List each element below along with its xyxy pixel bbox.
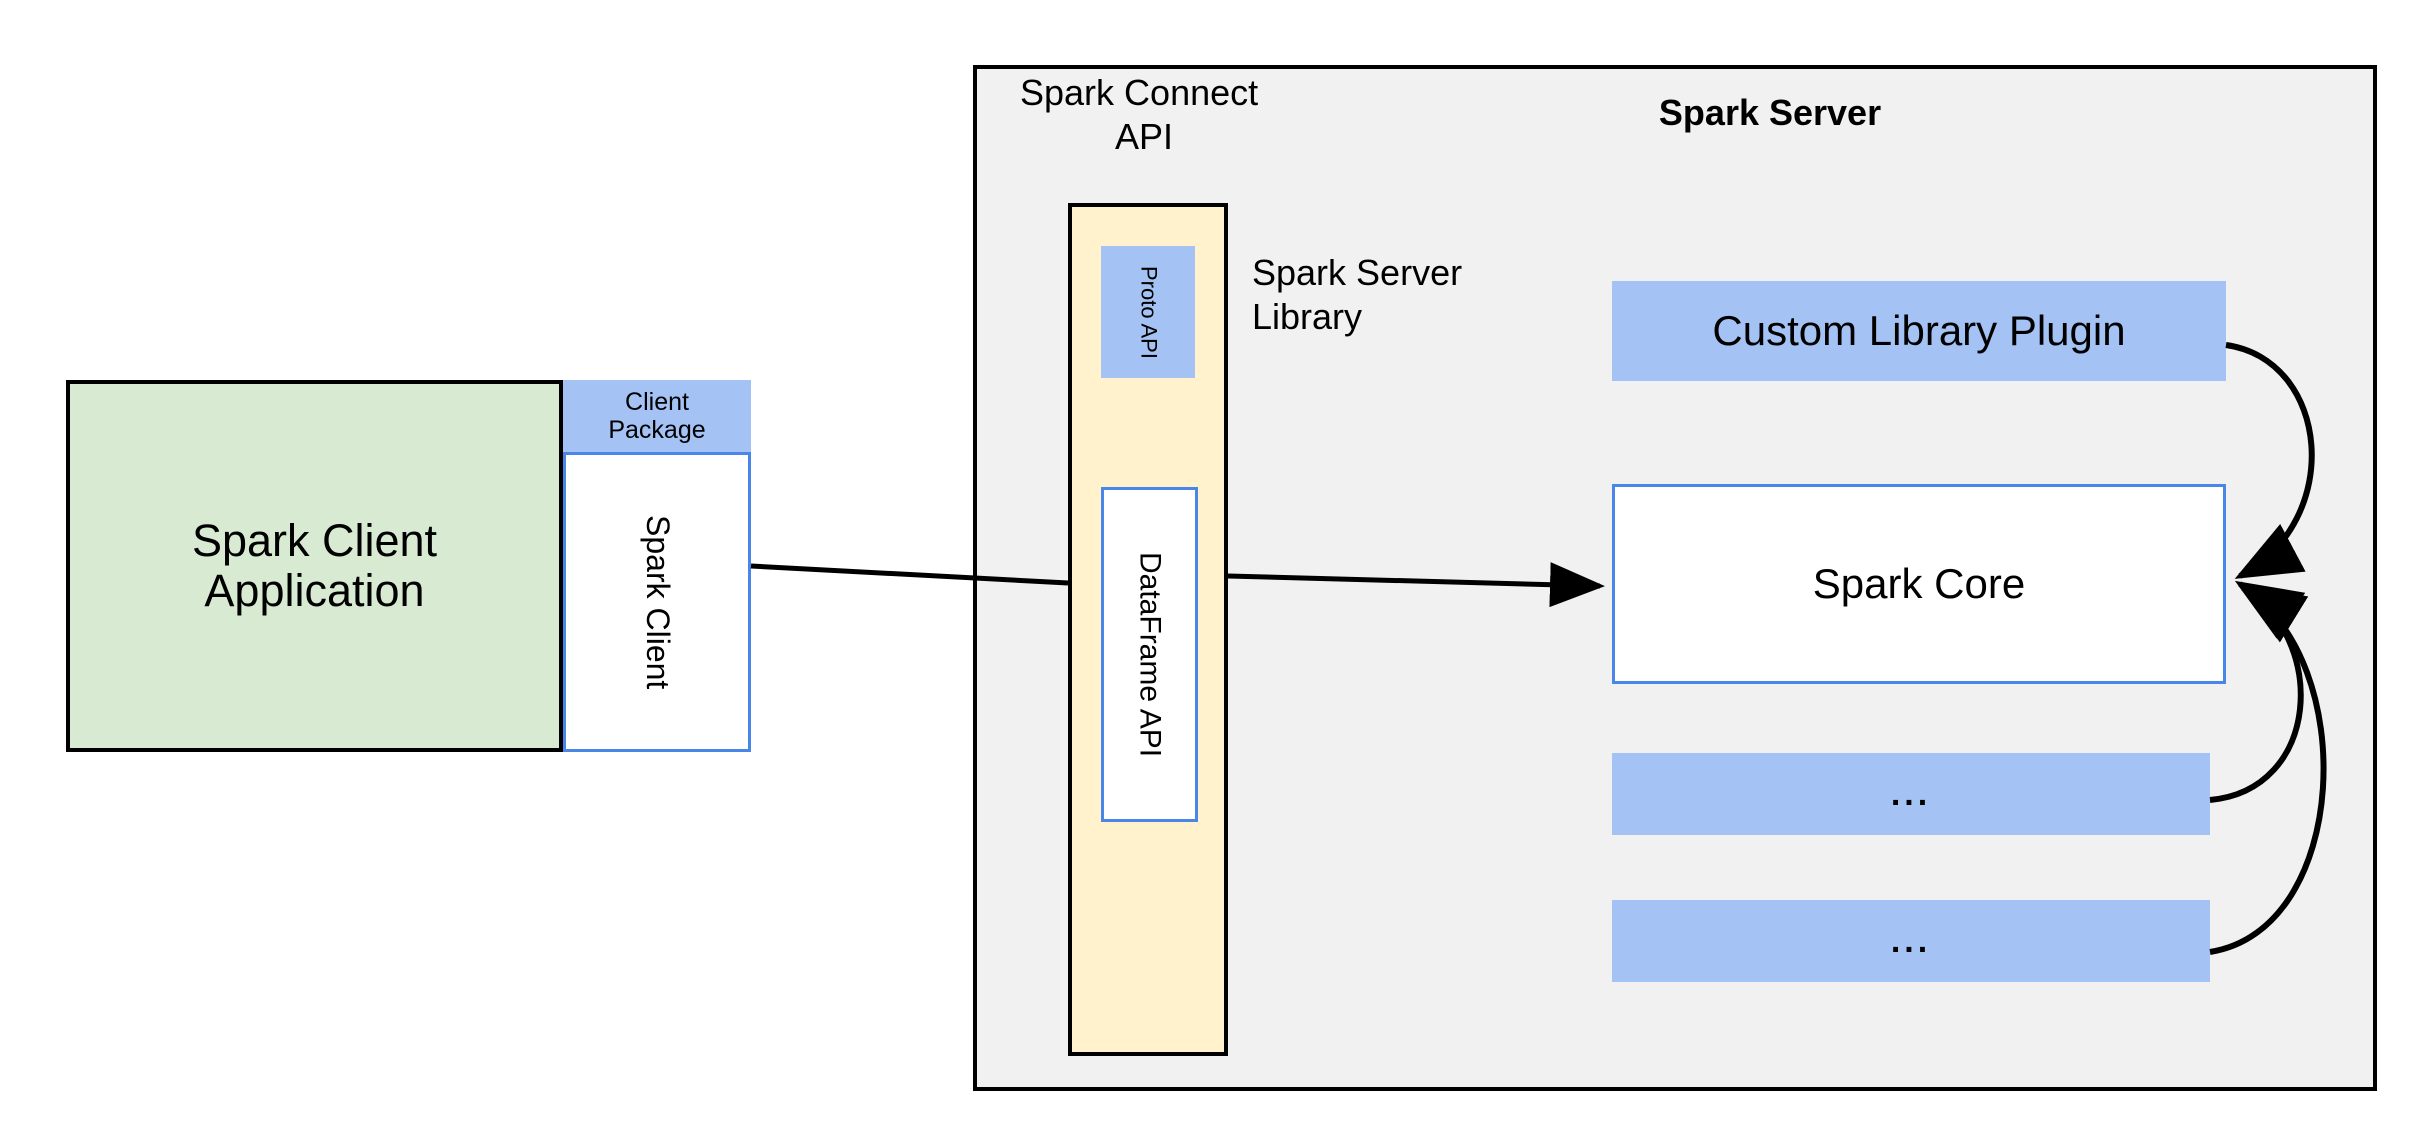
dataframe-api-box[interactable]: DataFrame API [1101, 487, 1198, 822]
dataframe-api-label: DataFrame API [1133, 551, 1167, 758]
spark-core-label: Spark Core [1812, 560, 2026, 608]
spark-server-library-line2: Library [1252, 296, 1363, 337]
client-package-line1: Client [625, 388, 689, 416]
proto-api-label: Proto API [1136, 265, 1162, 359]
custom-library-plugin-label: Custom Library Plugin [1712, 307, 2126, 355]
client-package-line2: Package [608, 416, 706, 444]
custom-library-plugin-box[interactable]: Custom Library Plugin [1612, 281, 2226, 381]
spark-server-title: Spark Server [1658, 92, 1882, 133]
spark-connect-api-line1: Spark Connect [1020, 72, 1259, 114]
module-placeholder-1-box[interactable]: ... [1612, 753, 2210, 835]
spark-connect-api-label: Spark Connect API [975, 60, 1295, 170]
spark-server-library-line1: Spark Server [1252, 252, 1463, 294]
spark-server-library-label: Spark Server Library [1252, 240, 1552, 350]
spark-connect-api-line2: API [1114, 116, 1174, 157]
module-placeholder-2-box[interactable]: ... [1612, 900, 2210, 982]
proto-api-box[interactable]: Proto API [1101, 246, 1195, 378]
module-placeholder-2-label: ... [1890, 921, 1932, 960]
spark-client-box[interactable]: Spark Client [563, 452, 751, 752]
spark-client-application-line1: Spark Client [191, 514, 438, 566]
spark-client-application-line2: Application [204, 565, 425, 616]
spark-core-box[interactable]: Spark Core [1612, 484, 2226, 684]
spark-client-label: Spark Client [639, 514, 676, 690]
module-placeholder-1-label: ... [1890, 774, 1932, 813]
